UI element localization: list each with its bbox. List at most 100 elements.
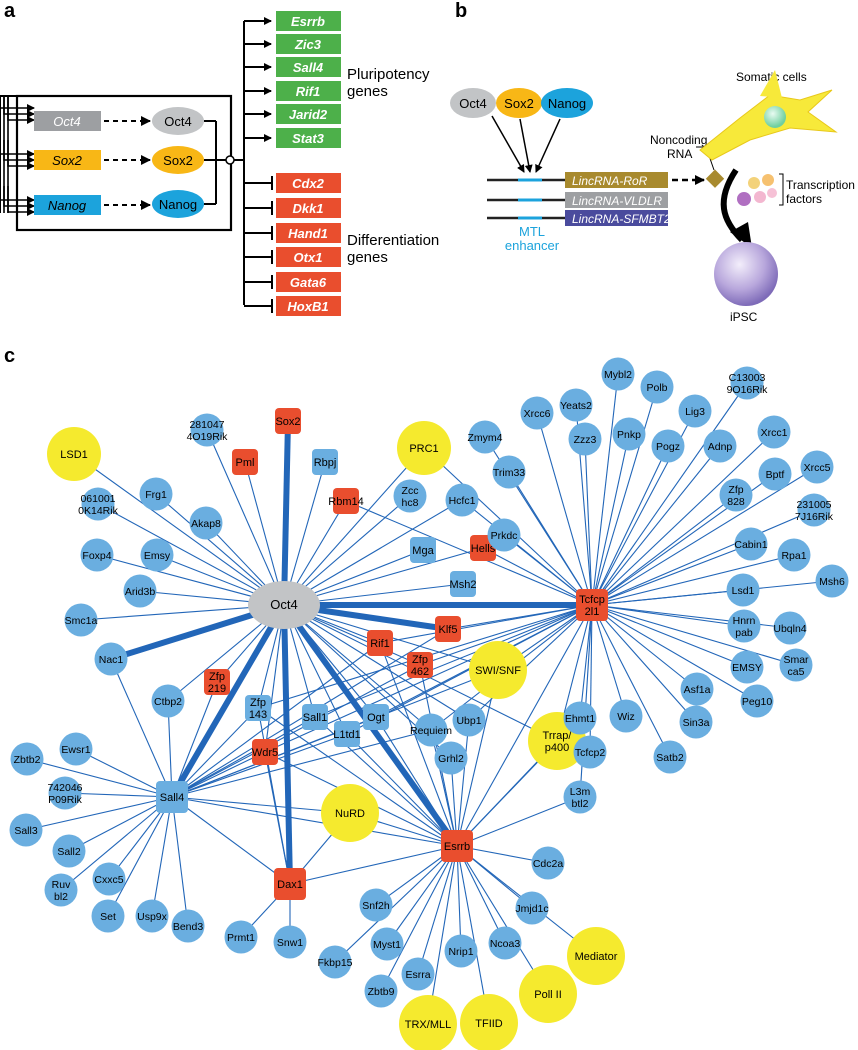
pluripotency-label-2: genes [347, 83, 388, 100]
node-asf1a: Asf1a [680, 672, 714, 706]
edge-esrrb-l1td1 [346, 733, 458, 847]
node-shape-dax1 [274, 868, 306, 900]
target-box-rif1 [276, 81, 341, 101]
node-shape-snw1 [273, 925, 307, 959]
tf-label-2: factors [786, 192, 822, 206]
node-mga: Mga [410, 537, 436, 563]
node-shape-zfp462 [407, 652, 433, 678]
edge-sall4-nurd [171, 796, 351, 814]
node-rpa1: Rpa1 [777, 538, 811, 572]
factor-nanog [541, 88, 593, 118]
node-label-rbpj: Rbpj [314, 457, 337, 469]
edge-tcfcp2l1-cabin1 [591, 543, 752, 606]
node-label-dax1: Dax1 [277, 879, 303, 891]
edge-tcfcp2l1-rbm14 [345, 500, 593, 606]
edge-sall4-zbtb2 [26, 758, 173, 798]
node-label-polb: Polb [646, 382, 667, 394]
factor-label-nanog: Nanog [548, 96, 586, 111]
node-label-foxp4: Foxp4 [82, 550, 111, 562]
node-esrrb: Esrrb [441, 830, 473, 862]
node-snw1: Snw1 [273, 925, 307, 959]
node-label-adnp: Adnp [708, 441, 733, 453]
edge-tcfcp2l1-sall1 [314, 604, 593, 718]
edge-sall4-usp9x [151, 796, 173, 917]
edge-oct4-pml [244, 461, 285, 606]
tf-label-1: Transcription [786, 178, 855, 192]
node-shape-lig3 [678, 394, 712, 428]
node-shape-mga [410, 537, 436, 563]
node-label-tfiid: TFIID [475, 1018, 503, 1030]
node-sall4: Sall4 [156, 781, 188, 813]
edge-tcfcp2l1-mybl2 [591, 373, 619, 606]
node-label-grhl2: Grhl2 [438, 753, 464, 765]
node-label-usp9x: Usp9x [137, 911, 168, 923]
node-ncoa3: Ncoa3 [488, 926, 522, 960]
edge-esrrb-esrra [417, 845, 458, 975]
node-label-prc1: PRC1 [409, 443, 438, 455]
node-label-swisnf: SWI/SNF [475, 665, 521, 677]
node-label-ubqln4: Ubqln4 [773, 623, 806, 635]
node-label-trxmll: TRX/MLL [405, 1019, 451, 1031]
panel-a-regulatory-network: Oct4 Sox2 Nanog Oct4 Sox2 Nanog [0, 21, 245, 305]
protein-oct4 [152, 107, 204, 135]
node-shape-requiem [414, 713, 448, 747]
node-zzz3: Zzz3 [568, 422, 602, 456]
node-shape-mybl2 [601, 357, 635, 391]
node-zmym4: Zmym4 [468, 420, 503, 454]
node-shape-esrra [401, 957, 435, 991]
node-label-emsy2: EMSY [732, 662, 762, 674]
node-label-asf1a: Asf1a [684, 684, 711, 696]
target-label-hand1: Hand1 [288, 226, 328, 241]
target-label-stat3: Stat3 [292, 131, 325, 146]
node-label-nrip1: Nrip1 [448, 946, 473, 958]
node-label-cdc2a: Cdc2a [533, 858, 564, 870]
node-shape-set [91, 899, 125, 933]
node-rbpj: Rbpj [312, 449, 338, 475]
node-label-xrcc1: Xrcc1 [761, 427, 788, 439]
node-shape-cxxc5 [92, 862, 126, 896]
edge-esrrb-tcfcp2l1 [456, 604, 593, 847]
ipsc-cell [714, 242, 778, 306]
node-shape-cabin1 [734, 527, 768, 561]
node-label-zfp219: 219 [208, 683, 226, 695]
node-label-zfp828: 828 [727, 496, 745, 508]
target-label-jarid2: Jarid2 [289, 107, 328, 122]
edge-sall4-nac1 [110, 658, 173, 798]
node-label-sall2: Sall2 [57, 846, 81, 858]
node-label-mybl2: Mybl2 [604, 369, 632, 381]
node-label-akap8: Akap8 [191, 518, 221, 530]
node-shape-akap8 [189, 506, 223, 540]
node-label-esrra: Esrra [405, 969, 430, 981]
node-l1td1: L1td1 [333, 721, 361, 747]
node-shape-rik2810 [190, 413, 224, 447]
node-swisnf: SWI/SNF [469, 641, 527, 699]
edge-sall4-zfp462 [171, 664, 421, 798]
enhancer-label-2: enhancer [505, 238, 560, 253]
noncoding-label-1: Noncoding [650, 133, 707, 147]
node-xrcc6: Xrcc6 [520, 396, 554, 430]
node-label-trrap: Trrap/ [543, 730, 573, 742]
node-shape-msh6 [815, 564, 849, 598]
node-sall1: Sall1 [302, 704, 328, 730]
node-shape-ubqln4 [773, 611, 807, 645]
tf-ball [748, 177, 760, 189]
edge-tcfcp2l1-ubp1 [468, 604, 593, 721]
node-esrra: Esrra [401, 957, 435, 991]
edge-esrrb-rif1 [379, 642, 458, 847]
node-shape-asf1a [680, 672, 714, 706]
edge-tcfcp2l1-rik2310 [591, 509, 815, 606]
edge-esrrb-zfp143 [257, 707, 458, 847]
node-msh6: Msh6 [815, 564, 849, 598]
node-label-hells: Hells [471, 543, 496, 555]
node-shape-grhl2 [434, 741, 468, 775]
edge-tcfcp2l1-hcfc1 [461, 499, 593, 606]
node-sall3: Sall3 [9, 813, 43, 847]
node-oct4: Oct4 [248, 581, 320, 629]
node-label-zbtb9: Zbtb9 [368, 986, 395, 998]
factor-oct4 [450, 88, 496, 118]
factor-sox2 [496, 88, 542, 118]
node-label-hcfc1: Hcfc1 [449, 495, 476, 507]
target-box-sall4 [276, 57, 341, 77]
